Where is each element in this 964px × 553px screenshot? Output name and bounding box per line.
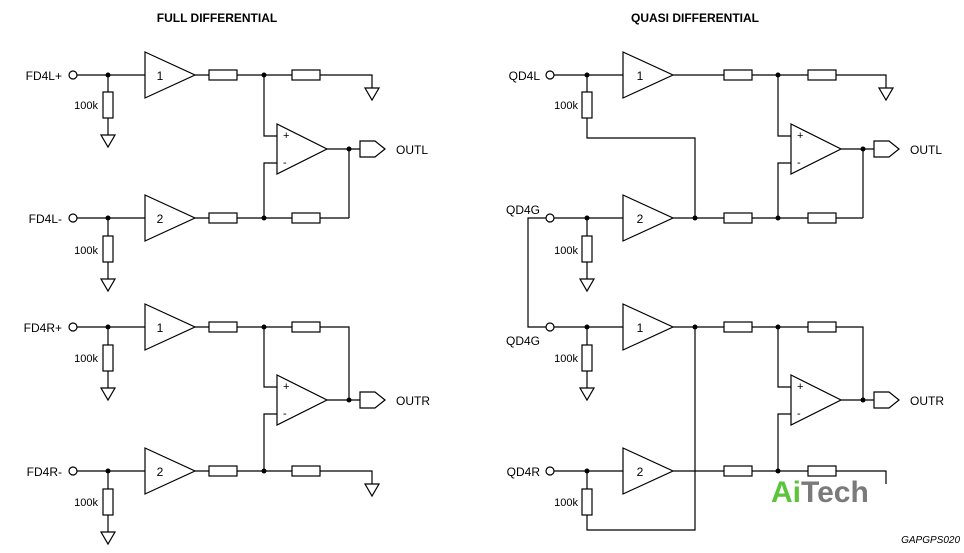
output-label-outr-quasi: OUTR <box>910 394 944 408</box>
pulldown-resistors <box>99 75 117 546</box>
opamp-minus-label: - <box>797 157 801 169</box>
input-terminal <box>68 466 78 476</box>
left-circuit: FD4L+ FD4L- FD4R+ FD4R- 100k <box>24 51 430 546</box>
figure-code: GAPGPS020 <box>901 535 960 546</box>
opamp-plus-label: + <box>797 381 803 393</box>
buffer-label: 1 <box>157 69 164 83</box>
resistor-label: 100k <box>554 353 578 365</box>
input-terminal <box>68 70 78 80</box>
input-label-fd4l-minus: FD4L- <box>29 212 62 226</box>
input-label-qd4g-top: QD4G <box>506 203 540 217</box>
buffer-amplifiers <box>144 51 197 495</box>
input-label-fd4r-plus: FD4R+ <box>24 321 62 335</box>
opamp-minus-label: - <box>797 408 801 420</box>
right-title: QUASI DIFFERENTIAL <box>631 11 759 25</box>
buffer-label: 2 <box>637 212 644 226</box>
opamp-plus-label: + <box>283 130 289 142</box>
watermark: AiTech <box>771 476 869 509</box>
output-arrow <box>359 140 386 158</box>
opamp-minus-label: - <box>283 157 287 169</box>
opamp-right <box>276 374 329 426</box>
input-label-qd4r: QD4R <box>507 465 541 479</box>
opamp-plus-label: + <box>283 381 289 393</box>
left-title: FULL DIFFERENTIAL <box>157 11 277 25</box>
resistor-label: 100k <box>554 497 578 509</box>
buffer-label: 1 <box>637 321 644 335</box>
resistor-label: 100k <box>74 100 98 112</box>
buffer-label: 2 <box>637 465 644 479</box>
buffer-label: 1 <box>157 321 164 335</box>
resistor-label: 100k <box>74 497 98 509</box>
opamp-minus-label: - <box>283 408 287 420</box>
input-label-qd4l: QD4L <box>509 69 541 83</box>
output-arrow <box>359 391 386 409</box>
resistor-label: 100k <box>74 353 98 365</box>
input-label-qd4g-bottom: QD4G <box>506 334 540 348</box>
output-label-outl-quasi: OUTL <box>910 143 942 157</box>
buffer-label: 2 <box>157 212 164 226</box>
input-terminal <box>68 213 78 223</box>
input-label-fd4l-plus: FD4L+ <box>26 69 62 83</box>
output-label-outl: OUTL <box>396 143 428 157</box>
buffer-label: 1 <box>637 69 644 83</box>
input-terminal <box>68 322 78 332</box>
resistor-label: 100k <box>554 100 578 112</box>
buffer-label: 2 <box>157 465 164 479</box>
resistor-label: 100k <box>554 245 578 257</box>
opamp-left <box>276 123 329 175</box>
output-label-outr: OUTR <box>396 394 430 408</box>
resistor-label: 100k <box>74 245 98 257</box>
opamp-plus-label: + <box>797 130 803 142</box>
input-label-fd4r-minus: FD4R- <box>27 465 62 479</box>
right-circuit: QD4L QD4G QD4G QD4R 100k 100k 100k 100k <box>506 51 944 531</box>
